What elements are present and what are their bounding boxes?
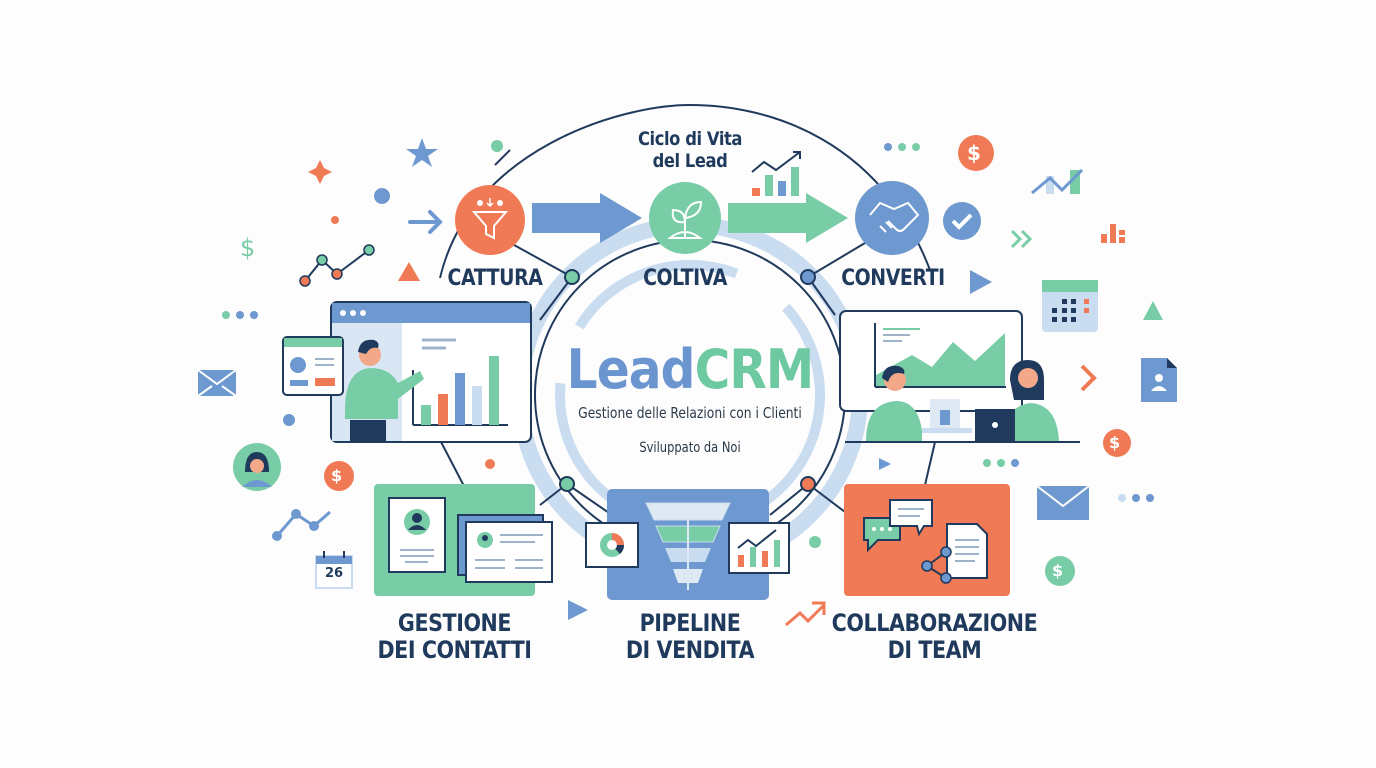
brand-subtitle: Gestione delle Relazioni con i Clienti [578,404,802,422]
triangle-icon [398,262,420,281]
contact-file-icon [1141,358,1177,402]
lifecycle-title-line2: del Lead [652,150,728,172]
coin-icon [958,135,994,171]
coin-symbol: $ [331,466,343,485]
feature-pipeline-line1: PIPELINE [639,609,741,637]
play-icon [568,600,588,620]
arrow-nurture-to-convert [728,193,848,243]
collaboration-card [844,484,1010,596]
coin-symbol: $ [1052,561,1064,580]
feature-label-collaboration: COLLABORAZIONE DI TEAM [829,610,1040,664]
sparkle-icon [308,160,332,184]
brand-credit: Sviluppato da Noi [639,440,741,456]
stage-label-nurture: COLTIVA [643,266,727,291]
coin-icon [1045,556,1075,586]
feature-label-pipeline: PIPELINE DI VENDITA [604,610,776,664]
calendar-icon [315,551,353,589]
trend-icon [1031,168,1084,195]
node-dot [564,269,580,285]
calendar-icon [1042,280,1098,332]
lifecycle-title: Ciclo di Vita del Lead [604,128,776,172]
handshake-icon [855,181,929,255]
sprout-icon [649,182,721,254]
pipeline-card [585,489,790,600]
chevron-right-icon [1080,364,1097,392]
feature-label-contacts: GESTIONE DEI CONTATTI [366,610,542,664]
coin-icon [324,461,354,491]
check-badge-icon [943,202,981,240]
node-dot [559,476,575,492]
play-icon [970,270,992,294]
lifecycle-arc [439,103,931,279]
feature-contacts-line2: DEI CONTATTI [377,636,532,664]
profile-card-icon [282,336,344,396]
analytics-board [839,310,1080,443]
dot [491,140,503,152]
node-dot [800,476,816,492]
node-dot [800,269,816,285]
coin-symbol: $ [967,141,981,165]
star-icon [406,138,438,167]
triangle-icon [1143,301,1163,320]
line-chart-icon [304,249,370,282]
trend-up-icon [785,601,826,627]
feature-contacts-line1: GESTIONE [397,609,512,637]
brand-part1: Lead [566,338,696,401]
double-chevron-icon [1010,229,1033,249]
coin-icon [1103,429,1131,457]
calendar-day: 26 [324,566,344,581]
arrow-capture-to-nurture [532,193,642,243]
inner-ring [555,260,825,530]
man-at-desk [866,365,922,441]
stage-label-capture: CATTURA [447,266,543,291]
mail-icon [1036,485,1090,520]
feature-pipeline-line2: DI VENDITA [625,636,755,664]
lifecycle-title-line1: Ciclo di Vita [637,128,742,150]
feature-collab-line1: COLLABORAZIONE [831,609,1038,637]
stage-label-convert: CONVERTI [841,266,945,291]
presenter-person [345,339,424,442]
growth-chart-icon [751,151,801,196]
arrow-right-icon [408,210,443,234]
feature-collab-line2: DI TEAM [887,636,982,664]
avatar-icon [233,443,281,491]
contacts-card [374,484,553,596]
bar-icon [1101,224,1125,243]
dot [374,188,390,204]
funnel-icon [455,185,525,255]
brand-part2: CRM [694,338,815,401]
dollar-icon: $ [240,234,256,262]
brand-logo: LeadCRM [546,338,834,401]
mail-icon [197,369,237,397]
dot [331,216,339,224]
coin-symbol: $ [1109,433,1121,452]
woman-with-laptop [975,360,1059,441]
